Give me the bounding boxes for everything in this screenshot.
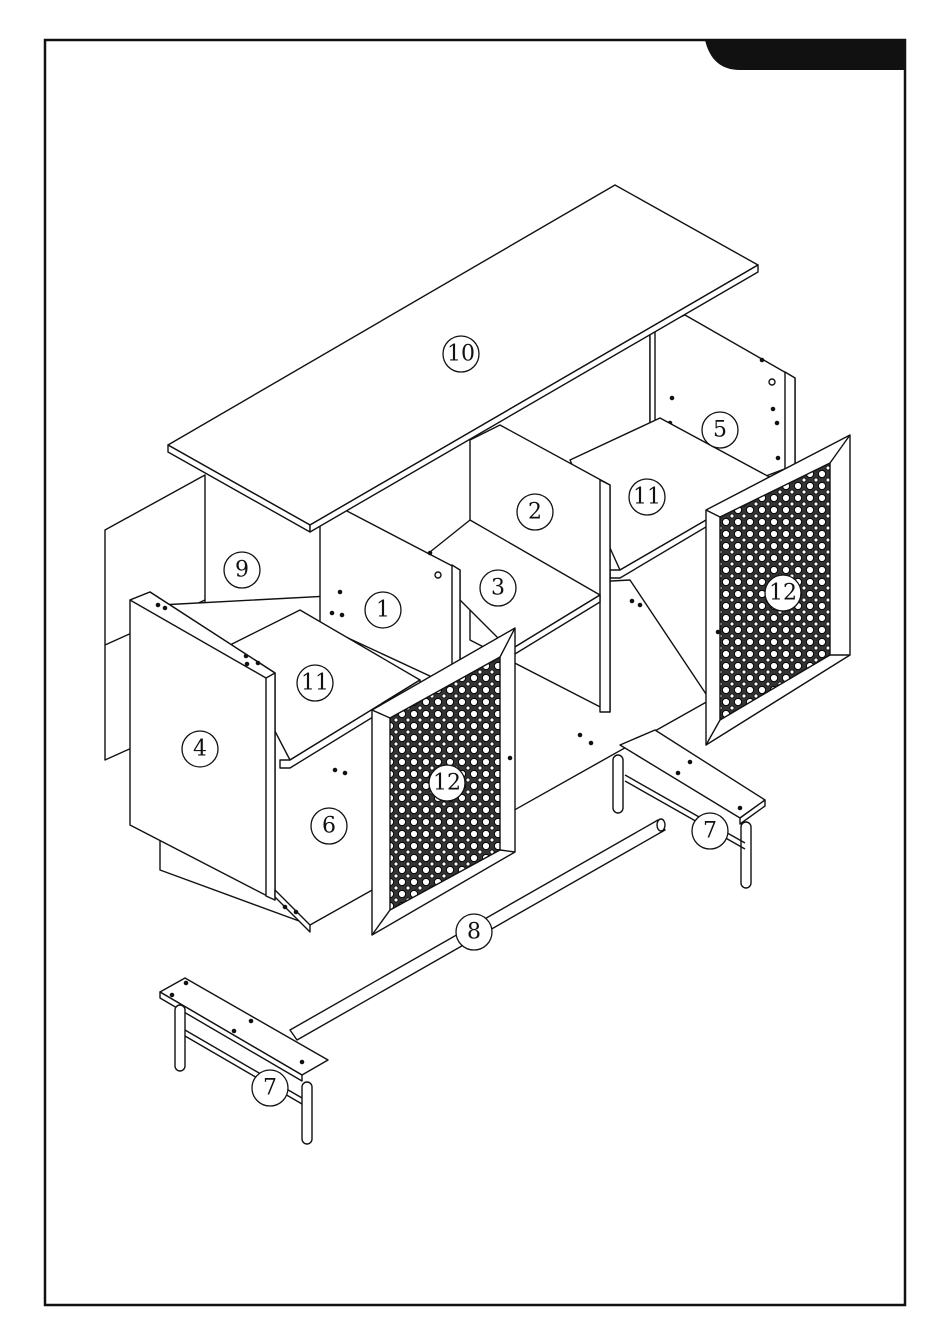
furniture-drawing	[105, 185, 850, 1144]
label-4: 4	[182, 731, 218, 767]
label-8: 8	[456, 914, 492, 950]
label-11-right: 11	[629, 479, 665, 515]
label-7-right: 7	[692, 813, 728, 849]
svg-text:3: 3	[491, 576, 505, 601]
svg-text:7: 7	[263, 1076, 277, 1101]
svg-text:12: 12	[769, 581, 797, 606]
svg-text:10: 10	[447, 342, 475, 367]
svg-text:8: 8	[467, 920, 481, 945]
svg-text:2: 2	[528, 500, 542, 525]
svg-text:6: 6	[322, 814, 336, 839]
label-3: 3	[480, 570, 516, 606]
label-10: 10	[443, 336, 479, 372]
label-12-right: 12	[765, 575, 801, 611]
svg-text:4: 4	[193, 737, 207, 762]
svg-text:9: 9	[235, 558, 249, 583]
label-5: 5	[702, 412, 738, 448]
svg-text:12: 12	[433, 771, 461, 796]
svg-text:7: 7	[703, 819, 717, 844]
label-12-left: 12	[429, 765, 465, 801]
label-7-left: 7	[252, 1070, 288, 1106]
right-leg-plate	[620, 730, 765, 818]
header-tab	[705, 40, 905, 70]
svg-text:5: 5	[713, 418, 727, 443]
label-11-left: 11	[297, 665, 333, 701]
label-9: 9	[224, 552, 260, 588]
label-2: 2	[517, 494, 553, 530]
svg-text:11: 11	[301, 671, 329, 696]
label-6: 6	[311, 808, 347, 844]
svg-text:1: 1	[376, 598, 390, 623]
svg-text:11: 11	[633, 485, 661, 510]
label-1: 1	[365, 592, 401, 628]
